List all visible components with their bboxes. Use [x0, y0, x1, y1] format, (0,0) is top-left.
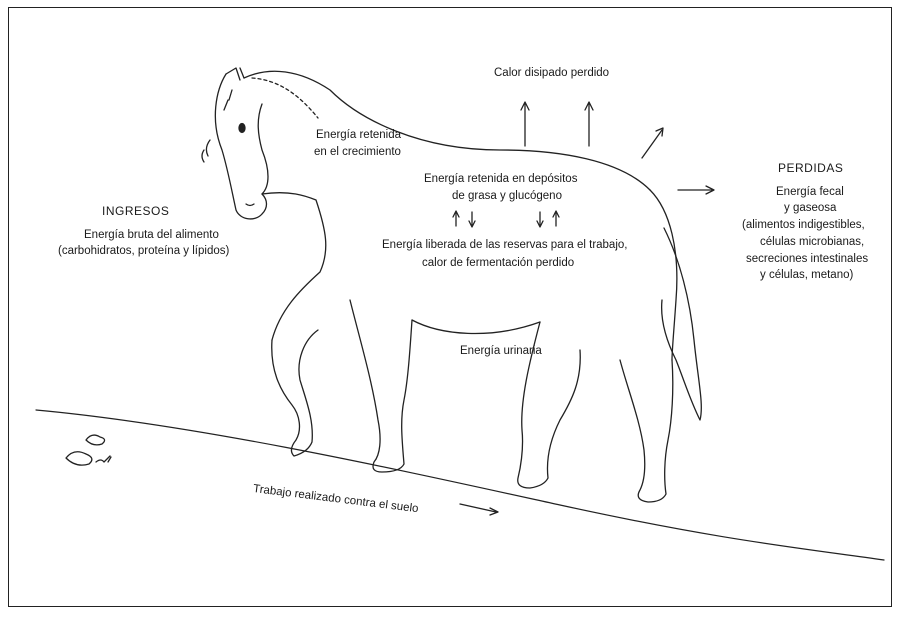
label-crecimiento-2: en el crecimiento — [314, 145, 401, 160]
horse-body — [202, 68, 701, 502]
perdidas-line-6: y células, metano) — [760, 268, 853, 283]
ingresos-line-2: (carbohidratos, proteína y lípidos) — [58, 244, 229, 259]
perdidas-heading: PERDIDAS — [778, 161, 843, 176]
label-urinaria: Energía urinaria — [460, 344, 542, 359]
perdidas-line-2: y gaseosa — [784, 201, 836, 216]
label-depositos-2: de grasa y glucógeno — [452, 189, 562, 204]
label-crecimiento-1: Energía retenida — [316, 128, 401, 143]
perdidas-line-4: células microbianas, — [760, 235, 864, 250]
perdidas-line-1: Energía fecal — [776, 185, 844, 200]
perdidas-line-5: secreciones intestinales — [746, 252, 868, 267]
label-depositos-1: Energía retenida en depósitos — [424, 172, 577, 187]
rocks-icon — [66, 435, 111, 465]
ingresos-line-1: Energía bruta del alimento — [84, 228, 219, 243]
label-liberada-2: calor de fermentación perdido — [422, 256, 574, 271]
ingresos-heading: INGRESOS — [102, 204, 169, 219]
label-calor: Calor disipado perdido — [494, 66, 609, 81]
ground-line — [36, 410, 884, 560]
label-liberada-1: Energía liberada de las reservas para el… — [382, 238, 627, 253]
perdidas-line-3: (alimentos indigestibles, — [742, 218, 865, 233]
